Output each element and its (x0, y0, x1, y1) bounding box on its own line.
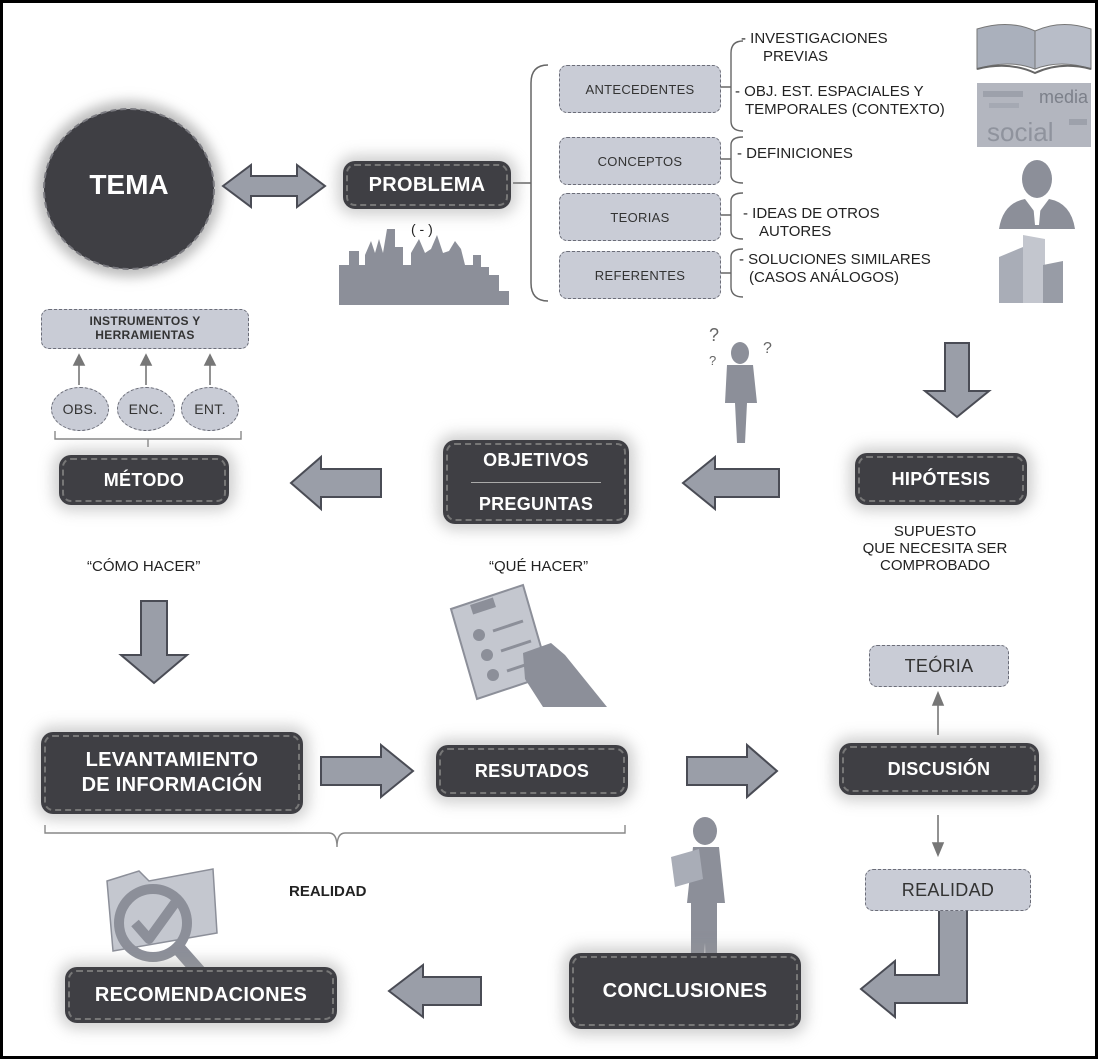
branch-text: - INVESTIGACIONES (741, 30, 888, 47)
skyline-icon (339, 229, 509, 305)
left-arrow-icon (289, 454, 382, 512)
teoria-box: TEÓRIA (869, 645, 1009, 687)
down-arrow-icon (118, 600, 190, 685)
problema-note: ( - ) (411, 221, 433, 237)
method-up-arrows (72, 353, 217, 385)
branch-text: (CASOS ANÁLOGOS) (749, 269, 900, 286)
person-silhouette-icon (999, 160, 1075, 229)
hipotesis-caption-1: SUPUESTO (893, 523, 977, 540)
resultados-node: RESUTADOS (436, 745, 628, 797)
objetivos-label: OBJETIVOS (483, 450, 589, 470)
branch-text: - SOLUCIONES SIMILARES (739, 251, 931, 268)
instruments-label: INSTRUMENTOS Y HERRAMIENTAS (89, 314, 201, 342)
double-arrow-icon (221, 163, 327, 209)
branch-text: AUTORES (759, 223, 832, 240)
metodo-caption: “CÓMO HACER” (87, 558, 201, 575)
objetivos-caption: “QUÉ HACER” (489, 558, 589, 575)
svg-text:?: ? (763, 340, 772, 357)
book-icon (976, 24, 1092, 75)
recomendaciones-node: RECOMENDACIONES (65, 967, 337, 1023)
social-media-image: media social (977, 83, 1091, 147)
problema-node: PROBLEMA (343, 161, 511, 209)
building-icon (999, 235, 1063, 303)
right-arrow-icon (320, 742, 415, 800)
metodo-node: MÉTODO (59, 455, 229, 505)
preguntas-label: PREGUNTAS (471, 481, 601, 516)
instruments-box: INSTRUMENTOS Y HERRAMIENTAS (41, 309, 249, 349)
right-arrow-icon (686, 742, 779, 800)
branch-text: TEMPORALES (CONTEXTO) (745, 101, 945, 118)
branch-text: - OBJ. EST. ESPACIALES Y (735, 83, 924, 100)
levantamiento-line1: LEVANTAMIENTO (85, 749, 259, 771)
left-arrow-icon (387, 962, 482, 1020)
branch-text: - IDEAS DE OTROS (743, 205, 880, 222)
down-arrow-icon (922, 342, 992, 419)
branch-text: PREVIAS (763, 48, 829, 65)
problem-brace (513, 64, 549, 302)
folder-search-icon (106, 868, 218, 990)
hipotesis-caption-3: COMPROBADO (879, 557, 990, 574)
hipotesis-caption-2: QUE NECESITA SER (862, 540, 1008, 557)
realidad-box: REALIDAD (865, 869, 1031, 911)
social-word: social (987, 117, 1053, 147)
discusion-node: DISCUSIÓN (839, 743, 1039, 795)
branch-text: - DEFINICIONES (737, 145, 853, 162)
svg-text:?: ? (709, 353, 716, 368)
branch-antecedentes: ANTECEDENTES (559, 65, 721, 113)
hipotesis-node: HIPÓTESIS (855, 453, 1027, 505)
objetivos-node: OBJETIVOS PREGUNTAS (443, 440, 629, 524)
thinking-person-icon: ? ? ? (709, 325, 772, 443)
realidad-caption: REALIDAD (289, 883, 367, 900)
realidad-bracket (44, 825, 626, 848)
branch-conceptos: CONCEPTOS (559, 137, 721, 185)
branch-referentes: REFERENTES (559, 251, 721, 299)
tema-circle (43, 108, 215, 270)
svg-text:?: ? (709, 325, 719, 345)
checklist-icon (449, 583, 607, 707)
media-word: media (1039, 87, 1089, 107)
circle-ent: ENT. (181, 387, 239, 431)
left-arrow-icon (681, 454, 780, 512)
levantamiento-node: LEVANTAMIENTO DE INFORMACIÓN (41, 732, 303, 814)
levantamiento-line2: DE INFORMACIÓN (81, 774, 263, 796)
circle-enc: ENC. (117, 387, 175, 431)
discussion-arrows (931, 690, 945, 858)
branch-teorias: TEORIAS (559, 193, 721, 241)
tema-label: TEMA (89, 169, 169, 200)
circle-obs: OBS. (51, 387, 109, 431)
conclusiones-node: CONCLUSIONES (569, 953, 801, 1029)
